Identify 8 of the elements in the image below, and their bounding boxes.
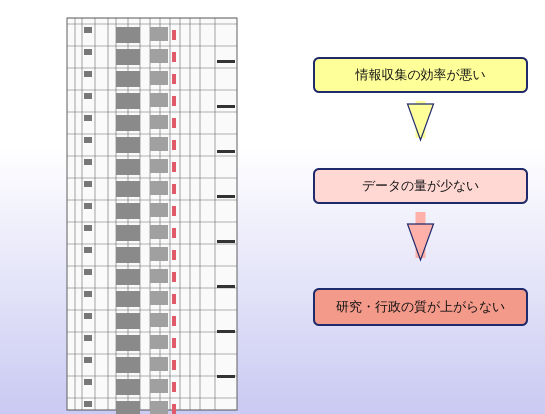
arrow xyxy=(406,101,434,141)
process-box xyxy=(313,168,528,204)
process-box xyxy=(313,57,528,93)
arrow xyxy=(406,212,434,261)
process-box xyxy=(313,288,528,326)
box-text: データの量が少ない xyxy=(362,178,479,195)
box-text: 研究・行政の質が上がらない xyxy=(336,299,505,316)
box-text: 情報収集の効率が悪い xyxy=(356,67,486,84)
